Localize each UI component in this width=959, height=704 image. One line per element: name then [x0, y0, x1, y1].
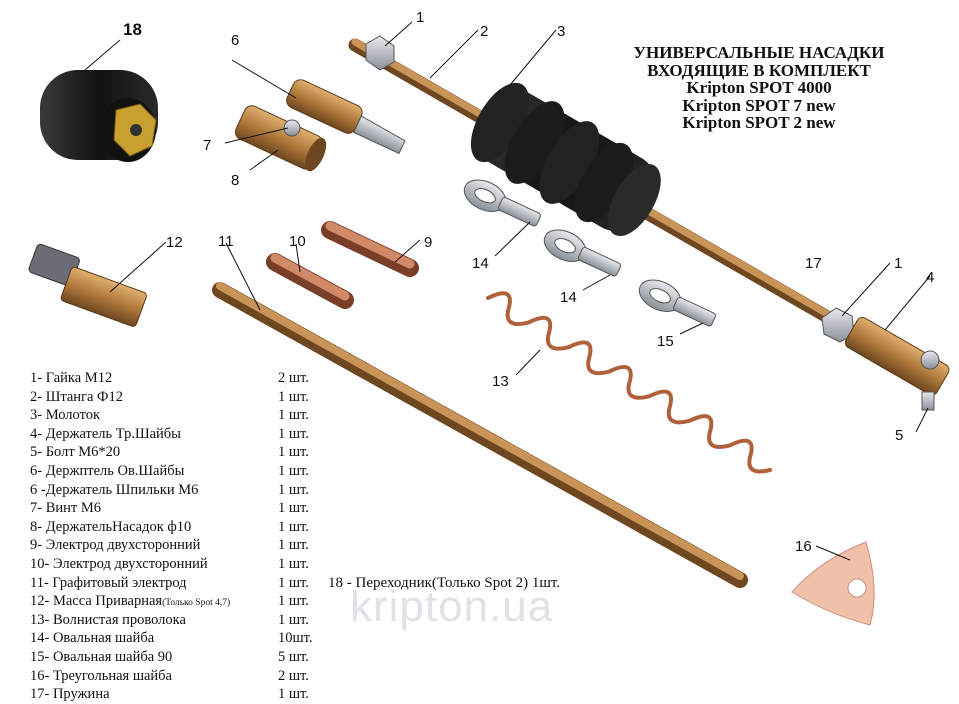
washer-part-14b	[543, 229, 622, 277]
label-part-14b: 14	[560, 289, 577, 306]
graphite-electrode-part-11	[212, 282, 748, 588]
label-part-1-bottom: 1	[894, 255, 902, 272]
label-part-3: 3	[557, 23, 565, 40]
label-part-15: 15	[657, 333, 674, 350]
label-part-7: 7	[203, 137, 211, 154]
label-part-4: 4	[926, 269, 934, 286]
washer-part-15	[638, 279, 717, 327]
adapter-note: 18 - Переходник(Только Spot 2) 1шт.	[328, 575, 561, 591]
title-line-3: Kripton SPOT 4000	[686, 78, 832, 97]
label-part-1-top: 1	[416, 9, 424, 26]
adapter-part-18	[40, 70, 158, 162]
electrode-part-9	[321, 221, 419, 277]
label-part-10: 10	[289, 233, 306, 250]
holder-part-4	[844, 316, 950, 396]
ground-part-12	[28, 243, 147, 327]
wavy-wire-part-13	[486, 291, 772, 474]
title-line-1: УНИВЕРСАЛЬНЫЕ НАСАДКИ	[633, 43, 885, 62]
label-part-5: 5	[895, 427, 903, 444]
leader-lines	[84, 21, 931, 561]
label-part-16: 16	[795, 538, 812, 555]
title-line-5: Kripton SPOT 2 new	[682, 113, 836, 132]
triangle-washer-part-16	[791, 541, 875, 626]
label-part-2: 2	[480, 23, 488, 40]
title-line-4: Kripton SPOT 7 new	[682, 95, 836, 115]
diagram-title: УНИВЕРСАЛЬНЫЕ НАСАДКИ ВХОДЯЩИЕ В КОМПЛЕК…	[599, 44, 919, 132]
label-part-13: 13	[492, 373, 509, 390]
holder-part-8	[234, 105, 327, 172]
label-part-8: 8	[231, 172, 239, 189]
hammer-part-3	[470, 82, 661, 237]
label-part-12: 12	[166, 234, 183, 251]
label-part-11: 11	[218, 233, 234, 250]
screw-part-7	[283, 119, 301, 137]
holder-part-6	[286, 79, 406, 155]
title-line-2: ВХОДЯЩИЕ В КОМПЛЕКТ	[647, 60, 871, 80]
label-part-6: 6	[231, 32, 239, 49]
label-part-14a: 14	[472, 255, 489, 272]
parts-row: 12- Масса Приварная(Только Spot 4,7)1 шт…	[30, 593, 309, 610]
electrode-part-10	[266, 253, 354, 309]
washer-part-14a	[463, 179, 542, 227]
label-part-9: 9	[424, 234, 432, 251]
bolt-part-5	[921, 391, 935, 411]
label-part-18: 18	[123, 20, 142, 39]
watermark: kripton.ua	[350, 582, 554, 631]
label-part-17: 17	[805, 255, 822, 272]
